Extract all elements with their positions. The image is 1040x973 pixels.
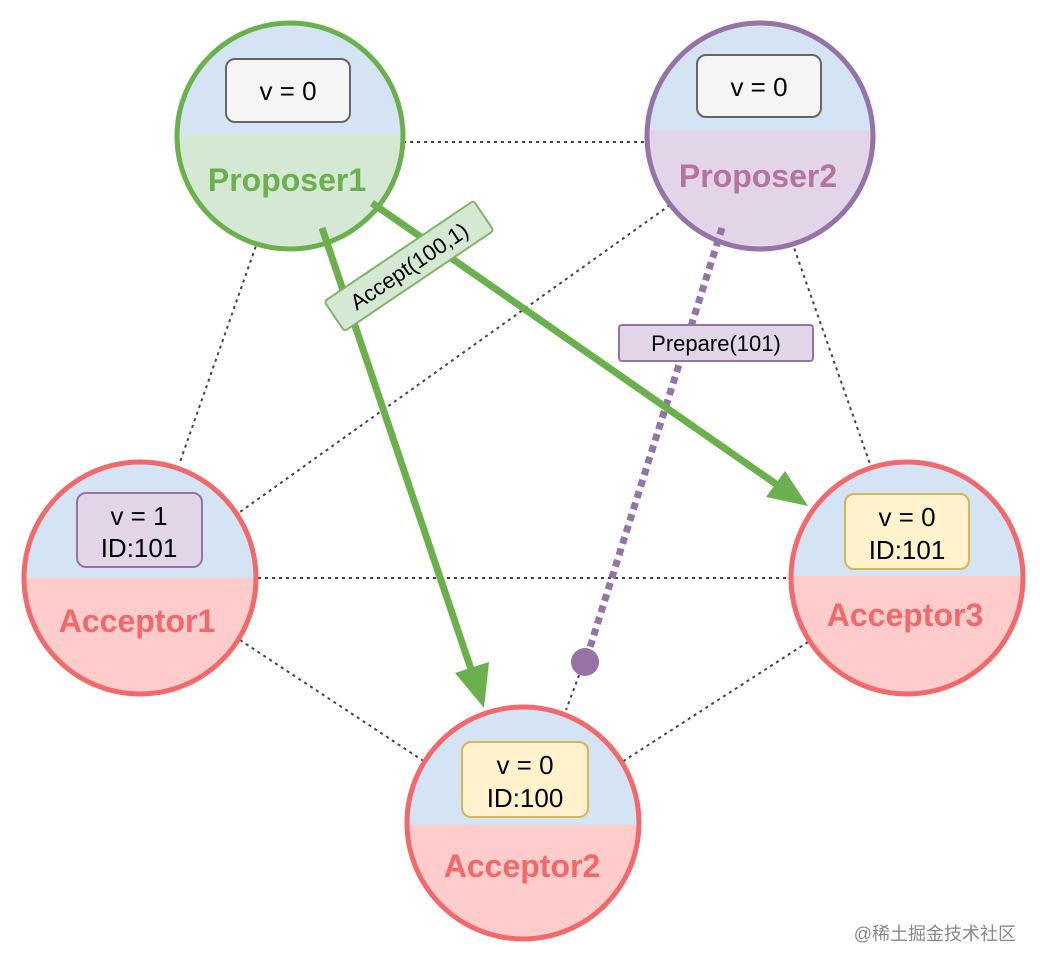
proposer2-value-box xyxy=(696,54,822,118)
prepare-label-box xyxy=(618,324,814,362)
line-proposer1-acceptor1 xyxy=(179,239,259,463)
proposer1-title: Proposer1 xyxy=(208,162,366,198)
proposer2-title: Proposer2 xyxy=(679,158,837,194)
acceptor2-title: Acceptor2 xyxy=(444,848,601,884)
acceptor2-id-text: ID:100 xyxy=(487,783,564,813)
acceptor3-id-text: ID:101 xyxy=(869,535,946,565)
acceptor1-value-text: v = 1 xyxy=(110,501,167,531)
acceptor3-state-box xyxy=(844,493,970,570)
watermark-text: @稀土掘金技术社区 xyxy=(854,924,1016,944)
proposer2-node: v = 0 Proposer2 xyxy=(644,20,876,252)
prepare-label-group: Prepare(101) xyxy=(618,324,814,362)
acceptor1-circle xyxy=(21,459,259,697)
line-proposer2-acceptor3 xyxy=(791,241,871,465)
acceptor2-bottom-half xyxy=(407,825,639,939)
acceptor3-bottom-half xyxy=(791,576,1023,694)
acceptor1-id-text: ID:101 xyxy=(101,533,178,563)
proposer2-value-text: v = 0 xyxy=(730,72,787,102)
acceptor3-node: v = 0 ID:101 Acceptor3 xyxy=(788,459,1026,697)
acceptor2-circle xyxy=(404,704,642,942)
prepare-line xyxy=(582,226,726,662)
accept-label-box xyxy=(324,200,494,332)
acceptor1-title: Acceptor1 xyxy=(59,603,216,639)
line-acceptor1-acceptor2 xyxy=(239,639,426,763)
line-acceptor3-acceptor2 xyxy=(621,641,809,763)
acceptor3-title: Acceptor3 xyxy=(827,597,984,633)
acceptor3-value-text: v = 0 xyxy=(878,502,935,532)
prepare-endpoint-dot xyxy=(571,648,599,676)
proposer1-circle xyxy=(174,20,406,252)
proposer2-circle xyxy=(644,20,876,252)
acceptor3-circle xyxy=(788,459,1026,697)
acceptor1-state-box xyxy=(76,492,203,568)
acceptor2-state-box xyxy=(461,741,589,818)
acceptor2-node: v = 0 ID:100 Acceptor2 xyxy=(404,704,642,942)
acceptor1-node: v = 1 ID:101 Acceptor1 xyxy=(21,459,259,697)
proposer1-value-box xyxy=(225,58,351,123)
proposer1-value-text: v = 0 xyxy=(259,76,316,106)
prepare-edge xyxy=(571,226,726,676)
prepare-label-text: Prepare(101) xyxy=(651,331,781,356)
proposer1-node: v = 0 Proposer1 xyxy=(174,20,406,252)
connection-lines xyxy=(179,141,871,763)
accept-arrow-to-acceptor2-head xyxy=(455,662,489,708)
acceptor2-value-text: v = 0 xyxy=(496,750,553,780)
accept-arrow-to-acceptor3-head xyxy=(766,471,808,506)
